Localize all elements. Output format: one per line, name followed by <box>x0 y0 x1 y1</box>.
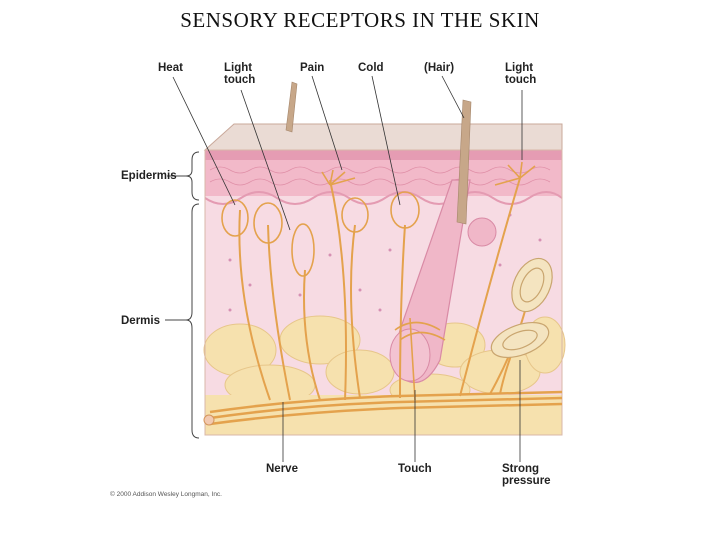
label-light-touch-left-line1: Light <box>224 62 253 74</box>
label-strong-pressure-line1: Strong <box>502 463 540 475</box>
label-pain: Pain <box>300 62 325 74</box>
label-strong-pressure-line2: pressure <box>502 475 551 487</box>
leader-lines <box>172 75 523 462</box>
label-dermis: Dermis <box>121 315 160 327</box>
label-touch: Touch <box>398 463 432 475</box>
label-light-touch-right-line1: Light <box>505 62 534 74</box>
pain-nerve-ending <box>321 169 356 186</box>
label-heat: Heat <box>158 62 183 74</box>
dermis-bracket <box>185 203 200 439</box>
epidermis-bracket <box>185 151 200 201</box>
encapsulated-receptors <box>221 191 420 277</box>
label-cold: Cold <box>358 62 384 74</box>
label-light-touch-right: Light touch <box>505 62 536 86</box>
pacinian-corpuscles <box>490 257 553 359</box>
label-light-touch-left: Light touch <box>224 62 255 86</box>
label-light-touch-left-line2: touch <box>224 74 256 86</box>
label-hair: (Hair) <box>424 62 455 74</box>
label-light-touch-right-line2: touch <box>505 74 537 86</box>
hair-follicle-receptor <box>394 317 446 401</box>
light-touch-ending-right <box>494 161 536 186</box>
hair-shaft-right <box>456 99 472 225</box>
label-strong-pressure: Strong pressure <box>502 463 551 487</box>
label-epidermis: Epidermis <box>121 170 177 182</box>
hair-shaft-left <box>285 81 298 133</box>
page-title: SENSORY RECEPTORS IN THE SKIN <box>180 8 540 32</box>
copyright-credit: © 2000 Addison Wesley Longman, Inc. <box>110 491 222 498</box>
label-nerve: Nerve <box>266 463 298 475</box>
